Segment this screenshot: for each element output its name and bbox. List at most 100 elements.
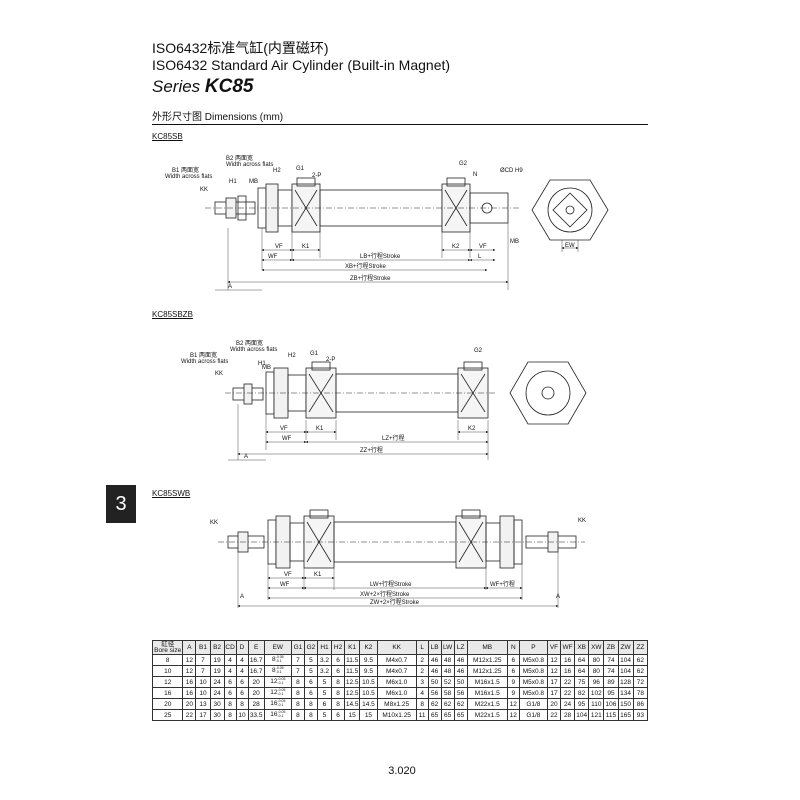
cell-xw: 110 <box>588 698 605 710</box>
sb-side-circle <box>547 187 593 233</box>
swb-kk-left: KK <box>210 520 218 526</box>
cell-zb: 74 <box>603 665 619 677</box>
sb-mb: MB <box>249 179 258 185</box>
cell-kk: M6x1.0 <box>376 687 417 699</box>
header-col: H2 <box>331 640 346 655</box>
cell-cd: 8 <box>223 709 237 721</box>
sbzb-port-2 <box>463 361 483 371</box>
cell-k1: 15 <box>344 709 361 721</box>
cell-xw: 96 <box>588 676 605 688</box>
cell-vf: 12 <box>546 654 562 666</box>
cell-n: 6 <box>506 665 520 677</box>
header-col: B1 <box>195 640 211 655</box>
cell-g2: 5 <box>303 665 318 677</box>
cell-ew-tolerance: -0.05-0.1 <box>276 667 284 674</box>
cell-e: 28 <box>247 698 265 710</box>
cell-p: M5x0.8 <box>518 676 548 688</box>
header-col: ZZ <box>632 640 649 655</box>
cell-k2: 10.5 <box>359 687 378 699</box>
header-col: A <box>182 640 197 655</box>
sb-n: N <box>473 172 477 178</box>
cell-g2: 8 <box>303 698 318 710</box>
cell-zw: 104 <box>617 665 634 677</box>
cell-mb: M16x1.5 <box>466 687 508 699</box>
sb-side-square <box>552 192 588 228</box>
swb-a-right: A <box>556 594 560 600</box>
cell-xb: 75 <box>574 676 590 688</box>
cell-kk: M4x0.7 <box>376 654 417 666</box>
header-col: LZ <box>453 640 468 655</box>
cell-b2: 30 <box>209 709 225 721</box>
sbzb-b2-label: B2 两面宽 <box>236 339 263 347</box>
sbzb-h2: H2 <box>288 353 296 359</box>
sb-wf: WF <box>268 254 278 260</box>
cell-cd: 8 <box>223 698 237 710</box>
drawing-sbzb <box>225 361 587 461</box>
dimensions-title: 外形尺寸图 Dimensions (mm) <box>152 112 284 123</box>
sbzb-b1-sub: Width across flats <box>181 359 228 365</box>
chapter-tab: 3 <box>106 485 136 523</box>
cell-lw: 58 <box>440 687 455 699</box>
cell-g2: 6 <box>303 687 318 699</box>
cell-k2: 9.5 <box>359 665 378 677</box>
sb-kk: KK <box>200 187 208 193</box>
cell-vf: 17 <box>546 676 562 688</box>
header-col: ZW <box>617 640 634 655</box>
sb-k2: K2 <box>452 244 460 250</box>
cell-lz: 46 <box>453 654 468 666</box>
cell-zb: 115 <box>603 709 619 721</box>
header-bore-cn: 缸径 <box>161 640 175 648</box>
sbzb-g1: G1 <box>310 351 319 357</box>
page-number: 3.020 <box>388 765 416 777</box>
cell-ew-value: 16 <box>270 700 278 708</box>
sbzb-side-hexagon <box>509 361 587 425</box>
cell-g2: 6 <box>303 676 318 688</box>
cell-lb: 65 <box>427 709 442 721</box>
cell-lb: 56 <box>427 687 442 699</box>
header-col: LB <box>427 640 442 655</box>
cell-vf: 17 <box>546 687 562 699</box>
cell-wf: 28 <box>559 709 576 721</box>
header-col: H1 <box>316 640 333 655</box>
header-col: E <box>247 640 265 655</box>
cell-bore: 20 <box>151 698 184 710</box>
cell-ew: 12-0.05-0.1 <box>263 687 292 699</box>
sb-port-2 <box>446 177 466 187</box>
tolerance-lower: -0.1 <box>275 658 282 663</box>
swb-vf: VF <box>284 572 292 578</box>
cell-k2: 9.5 <box>359 654 378 666</box>
swb-k1: K1 <box>314 572 322 578</box>
cell-zw: 134 <box>617 687 634 699</box>
cell-xb: 82 <box>574 687 590 699</box>
sb-lb: LB+行程Stroke <box>360 252 401 260</box>
cell-h1: 3.2 <box>316 665 333 677</box>
cell-cd: 6 <box>223 676 237 688</box>
cell-g1: 8 <box>290 676 305 688</box>
cell-zw: 165 <box>617 709 634 721</box>
cell-ew-value: 8 <box>272 656 276 664</box>
cell-e: 16.7 <box>247 654 265 666</box>
header-col: L <box>415 640 429 655</box>
cell-p: G1/8 <box>518 698 548 710</box>
sb-xb: XB+行程Stroke <box>345 262 387 270</box>
cell-cd: 4 <box>223 665 237 677</box>
cell-mb: M16x1.5 <box>466 676 508 688</box>
cell-a: 16 <box>182 676 197 688</box>
cell-e: 20 <box>247 676 265 688</box>
cell-ew: 16-0.05-0.1 <box>263 709 292 721</box>
header-bore-en: Bore size <box>154 646 182 654</box>
sb-a: A <box>228 284 232 290</box>
cell-wf: 24 <box>559 698 576 710</box>
cell-zz: 86 <box>632 698 649 710</box>
cell-xb: 64 <box>574 665 590 677</box>
cell-d: 4 <box>235 654 249 666</box>
sbzb-2p: 2-P <box>326 357 335 363</box>
tolerance-upper: -0.05 <box>275 666 284 671</box>
tolerance-lower: -0.1 <box>277 680 284 685</box>
cell-ew-tolerance: -0.05-0.1 <box>277 689 285 696</box>
